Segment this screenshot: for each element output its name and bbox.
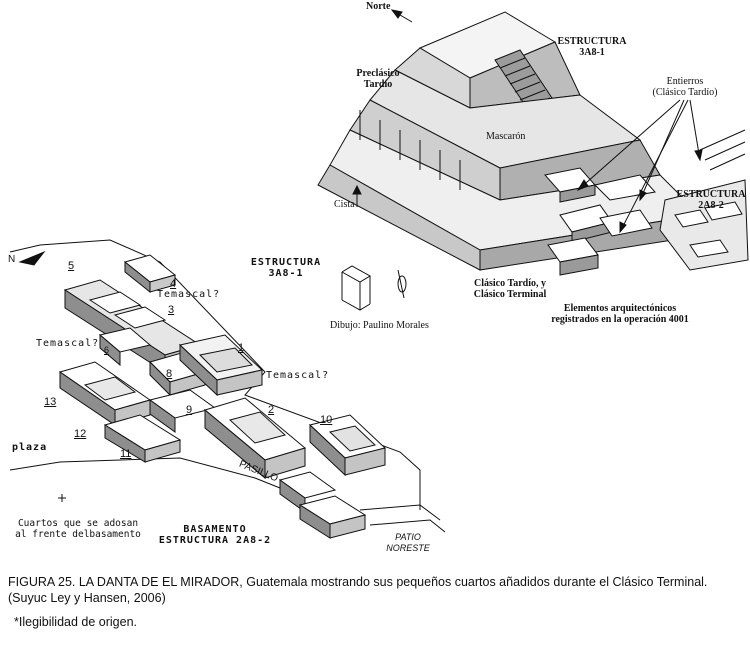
plaza-label: plaza (12, 442, 48, 453)
cista-label: Cista (334, 199, 355, 210)
cuartos-line1: Cuartos que se adosan (17, 518, 139, 529)
illegibility-note: *Ilegibilidad de origen. (14, 615, 138, 629)
room-complex (9, 239, 446, 539)
room-number: 8 (166, 368, 173, 380)
room-number: 13 (44, 396, 57, 408)
north-label-upper: Norte (366, 1, 391, 12)
estructura-label-lower: ESTRUCTURA 3A8-1 (246, 257, 326, 279)
entierros-line2: (Clásico Tardío) (652, 87, 718, 98)
estructura-title: ESTRUCTURA (557, 36, 627, 47)
burial-arrows (576, 99, 703, 234)
estructura-lower-title: ESTRUCTURA (250, 257, 322, 268)
room-number: 12 (74, 428, 87, 440)
cista-arrow (352, 184, 362, 207)
north-label-lower: N (8, 254, 16, 265)
elementos-line2: registrados en la operación 4001 (551, 314, 689, 325)
legend-figure (341, 265, 407, 311)
room-number: 5 (68, 260, 75, 272)
room-number: 4 (170, 278, 177, 290)
entierros-label: Entierros (Clásico Tardío) (645, 76, 725, 98)
isometric-drawing (9, 9, 749, 539)
basamento-line1: BASAMENTO (183, 524, 247, 535)
estructura-label-upper: ESTRUCTURA 3A8-1 (557, 36, 627, 58)
elementos-line1: Elementos arquitectónicos (563, 303, 677, 314)
basamento-label: BASAMENTO ESTRUCTURA 2A8-2 (150, 524, 280, 546)
estructura2-label: ESTRUCTURA 2A8-2 (676, 189, 746, 211)
elementos-label: Elementos arquitectónicos registrados en… (540, 303, 700, 325)
cuartos-label: Cuartos que se adosan al frente delbasam… (8, 518, 148, 540)
estructura2-code: 2A8-2 (698, 200, 724, 211)
preclasico-line1: Preclásico (356, 68, 400, 79)
clasico-line1: Clásico Tardío, y (474, 278, 546, 289)
room-number: 2 (268, 404, 275, 416)
temascal-label-b: Temascal? (36, 338, 100, 349)
room-number: 10 (320, 414, 333, 426)
room-number: 11 (120, 448, 132, 460)
dibujo-label: Dibujo: Paulino Morales (330, 320, 429, 331)
room-number: 9 (186, 404, 193, 416)
figure-caption: FIGURA 25. LA DANTA DE EL MIRADOR, Guate… (8, 575, 708, 605)
estructura-lower-code: 3A8-1 (268, 268, 304, 279)
temascal-label-a: Temascal? (157, 289, 221, 300)
estructura-code: 3A8-1 (579, 47, 605, 58)
room-number: 3 (168, 304, 175, 316)
north-arrow-upper (390, 9, 413, 23)
pyramid-structure (317, 11, 749, 276)
patio-line2: NORESTE (386, 543, 430, 553)
north-arrow-lower (18, 250, 46, 266)
room-number: 1 (238, 342, 245, 354)
basamento-line2: ESTRUCTURA 2A8-2 (158, 535, 272, 546)
cuartos-line2: al frente delbasamento (15, 529, 141, 540)
preclasico-line2: Tardío (363, 79, 393, 90)
preclasico-label: Preclásico Tardío (348, 68, 408, 90)
patio-label: PATIO NORESTE (378, 532, 438, 554)
estructura2-title: ESTRUCTURA (676, 189, 746, 200)
entierros-line1: Entierros (666, 76, 704, 87)
mascaron-label: Mascarón (486, 131, 526, 142)
room-number: 6 (104, 345, 110, 355)
clasico-label: Clásico Tardío, y Clásico Terminal (455, 278, 565, 300)
patio-line1: PATIO (395, 532, 421, 542)
clasico-line2: Clásico Terminal (473, 289, 547, 300)
plus-marker (58, 494, 66, 502)
temascal-label-c: Temascal? (266, 370, 330, 381)
